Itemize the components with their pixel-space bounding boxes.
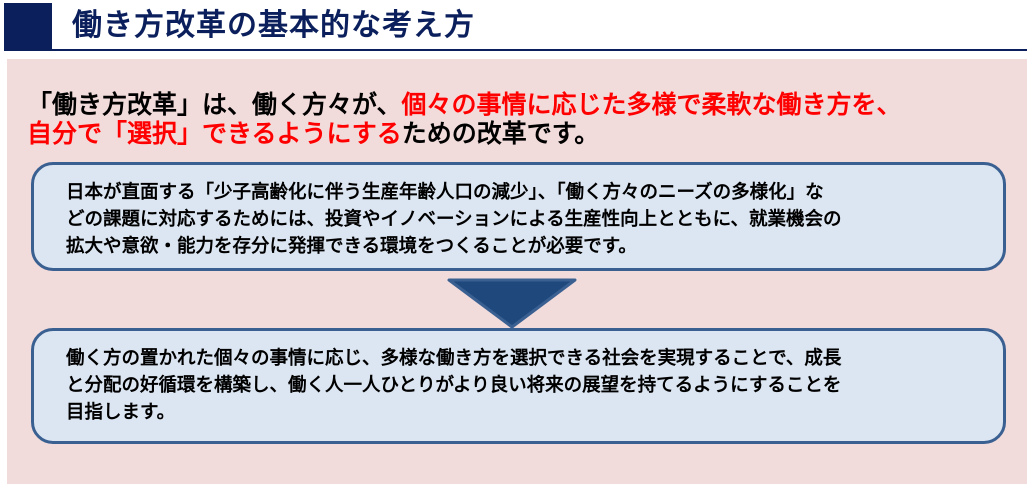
challenge-line: どの課題に対応するためには、投資やイノベーションによる生産性向上とともに、就業機… [66, 209, 842, 230]
down-triangle-arrow-icon [447, 278, 577, 329]
lead-line-2: 自分で「選択」できるようにするための改革です。 [27, 119, 1017, 148]
header-accent-block [4, 3, 52, 50]
goal-line: 働く方の置かれた個々の事情に応じ、多様な働き方を選択できる社会を実現することで、… [66, 348, 842, 369]
challenge-text: 日本が直面する「少子高齢化に伴う生産年齢人口の減少」、「働く方々のニーズの多様化… [66, 179, 996, 260]
challenge-line: 日本が直面する「少子高齢化に伴う生産年齢人口の減少」、「働く方々のニーズの多様化… [66, 182, 824, 203]
lead-line-2-red: 自分で「選択」できるようにする [27, 119, 402, 148]
goal-line: 目指します。 [66, 402, 176, 423]
challenge-line: 拡大や意欲・能力を存分に発揮できる環境をつくることが必要です。 [66, 236, 637, 257]
challenge-box: 日本が直面する「少子高齢化に伴う生産年齢人口の減少」、「働く方々のニーズの多様化… [31, 162, 1006, 271]
lead-line-1-red: 個々の事情に応じた多様で柔軟な働き方を、 [401, 90, 902, 119]
goal-line: と分配の好循環を構築し、働く人一人ひとりがより良い将来の展望を持てるようにするこ… [66, 375, 842, 396]
page-title: 働き方改革の基本的な考え方 [72, 8, 475, 43]
goal-text: 働く方の置かれた個々の事情に応じ、多様な働き方を選択できる社会を実現することで、… [66, 345, 996, 426]
lead-line-1: 「働き方改革」は、働く方々が、個々の事情に応じた多様で柔軟な働き方を、 [27, 90, 1017, 119]
lead-line-2-black: ための改革です。 [401, 119, 600, 148]
goal-box: 働く方の置かれた個々の事情に応じ、多様な働き方を選択できる社会を実現することで、… [31, 328, 1006, 444]
header-underline [4, 49, 1027, 51]
lead-line-1-black: 「働き方改革」は、働く方々が、 [27, 90, 402, 119]
lead-statement: 「働き方改革」は、働く方々が、個々の事情に応じた多様で柔軟な働き方を、 自分で「… [27, 90, 1017, 148]
